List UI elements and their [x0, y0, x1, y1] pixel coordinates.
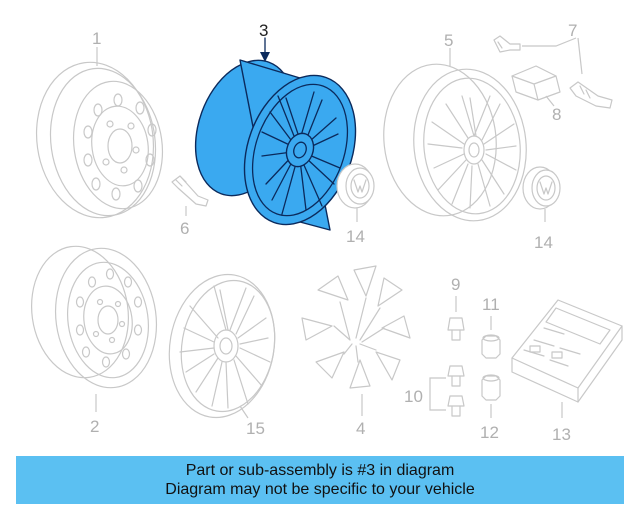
callout-7: 7 [568, 21, 577, 40]
callout-12: 12 [480, 423, 499, 442]
callout-2: 2 [90, 417, 99, 436]
callout-15: 15 [246, 419, 265, 438]
part-11-wheel-nut [482, 316, 500, 358]
callout-3: 3 [259, 21, 268, 40]
callout-8: 8 [552, 105, 561, 124]
callout-13: 13 [552, 425, 571, 444]
callout-1: 1 [92, 29, 101, 48]
part-1-steel-wheel [27, 47, 171, 225]
callout-5: 5 [444, 31, 453, 50]
part-12-lock-nut [482, 375, 500, 418]
callout-4: 4 [356, 419, 365, 438]
part-3-alloy-wheel [178, 38, 375, 240]
callout-14-right: 14 [534, 233, 553, 252]
callout-9: 9 [451, 275, 460, 294]
part-14-center-cap-right [523, 167, 560, 222]
callout-14-left: 14 [346, 227, 365, 246]
part-10-lock-bolts [430, 366, 464, 416]
callout-6: 6 [180, 219, 189, 238]
info-banner: Part or sub-assembly is #3 in diagram Di… [16, 456, 624, 504]
part-4-wheel-trim [302, 266, 410, 416]
part-6-valve-stem [172, 176, 208, 216]
part-14-center-cap-left [337, 164, 374, 222]
part-2-steel-wheel [23, 240, 165, 412]
part-9-wheel-bolt [448, 296, 464, 340]
part-5-alloy-wheel [376, 48, 533, 226]
part-15-wheel-cover [158, 266, 285, 426]
banner-line-1: Part or sub-assembly is #3 in diagram [186, 461, 455, 480]
part-13-lock-kit-case [512, 300, 622, 418]
callout-11: 11 [482, 295, 500, 314]
banner-line-2: Diagram may not be specific to your vehi… [165, 480, 474, 499]
callout-10: 10 [404, 387, 423, 406]
